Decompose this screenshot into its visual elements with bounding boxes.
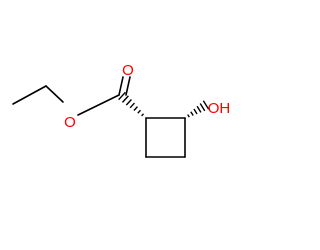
hydroxyl-label: OH [208,100,231,117]
hydroxyl-wedge-hash-4 [196,105,202,113]
hydroxyl-wedge-hash-1 [187,114,190,118]
hydroxyl-wedge-hash-6 [202,100,210,110]
stereo-hashed-wedge-hydroxyl [187,100,210,118]
carboxyl-wedge-hash-7 [118,91,126,101]
bond-methyl-methylene [12,85,47,105]
stereo-hashed-wedge-carboxyl [118,91,145,117]
hydroxyl-wedge-hash-3 [193,108,198,115]
carboxyl-wedge-hash-3 [133,106,138,111]
carboxyl-wedge-hash-6 [121,95,129,103]
bond-oxygen-carbonyl-carbon [77,94,120,116]
carboxyl-wedge-hash-4 [129,102,135,109]
molecule-diagram: O O OH [12,62,231,158]
carboxyl-wedge-hash-5 [125,99,132,106]
hydroxyl-wedge-hash-2 [190,111,194,116]
carbonyl-oxygen-label: O [122,62,134,79]
bond-methylene-oxygen [45,85,64,103]
ester-oxygen-label: O [64,114,76,131]
carboxyl-wedge-hash-1 [141,113,145,117]
carboxyl-wedge-hash-2 [137,109,142,114]
bond-carbonyl-double-a [118,76,124,96]
hydroxyl-wedge-hash-5 [199,103,206,112]
bond-carbonyl-double-b [125,76,131,96]
